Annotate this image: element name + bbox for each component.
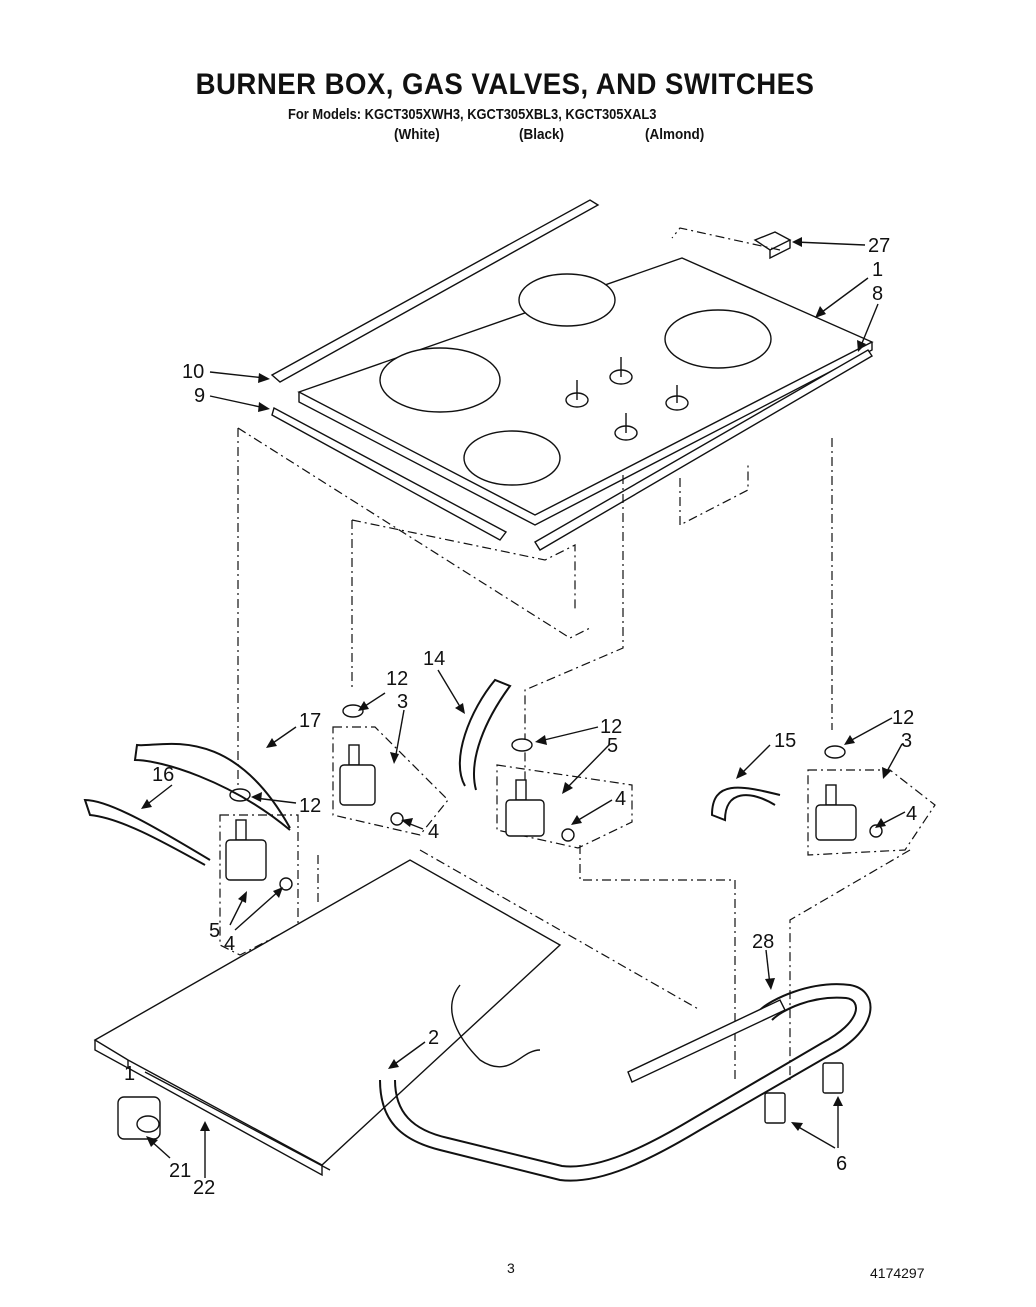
callout-1-bottom: 1	[124, 1063, 135, 1085]
callout-9: 9	[194, 385, 205, 407]
gas-tubes	[83, 678, 781, 866]
callout-12-a: 12	[386, 668, 408, 690]
gas-valve-center	[496, 738, 633, 849]
callout-2: 2	[428, 1027, 439, 1049]
callout-12-b: 12	[600, 716, 622, 738]
page-number: 3	[507, 1260, 515, 1276]
leader-lines	[141, 237, 906, 1178]
callout-4-b: 4	[906, 803, 917, 825]
callout-12-d: 12	[299, 795, 321, 817]
page-title: BURNER BOX, GAS VALVES, AND SWITCHES	[195, 68, 815, 101]
callout-15: 15	[774, 730, 796, 752]
switches	[764, 1062, 844, 1124]
callout-22: 22	[193, 1177, 215, 1199]
document-number: 4174297	[870, 1265, 925, 1281]
callout-4-c: 4	[428, 821, 439, 843]
clip-part-27	[753, 231, 792, 260]
trim-strips	[270, 199, 873, 551]
callout-14: 14	[423, 648, 445, 670]
callout-3-b: 3	[901, 730, 912, 752]
spark-module	[117, 1096, 161, 1140]
callout-6: 6	[836, 1153, 847, 1175]
callout-5-a: 5	[607, 735, 618, 757]
model-list: For Models: KGCT305XWH3, KGCT305XBL3, KG…	[288, 106, 657, 123]
gas-valve-left-rear	[332, 704, 449, 836]
callout-28: 28	[752, 931, 774, 953]
callout-8: 8	[872, 283, 883, 305]
callout-labels: 27 1 8 10 9 14 12 3 17 12 5 4 15 12 3 4 …	[124, 235, 917, 1199]
callout-10: 10	[182, 361, 204, 383]
callout-1-top: 1	[872, 259, 883, 281]
callout-16: 16	[152, 764, 174, 786]
callout-4-a: 4	[615, 788, 626, 810]
callout-12-c: 12	[892, 707, 914, 729]
gas-valve-right	[807, 745, 936, 856]
callout-3-a: 3	[397, 691, 408, 713]
finish-almond: (Almond)	[645, 126, 705, 143]
finish-white: (White)	[394, 126, 440, 143]
manifold-pipe	[379, 983, 872, 1182]
finish-black: (Black)	[519, 126, 565, 143]
callout-17: 17	[299, 710, 321, 732]
burner-box-tray	[93, 859, 562, 1177]
callout-21: 21	[169, 1160, 191, 1182]
callout-4-d: 4	[224, 933, 235, 955]
callout-5-b: 5	[209, 920, 220, 942]
cooktop-panel	[297, 257, 874, 526]
callout-27: 27	[868, 235, 890, 257]
